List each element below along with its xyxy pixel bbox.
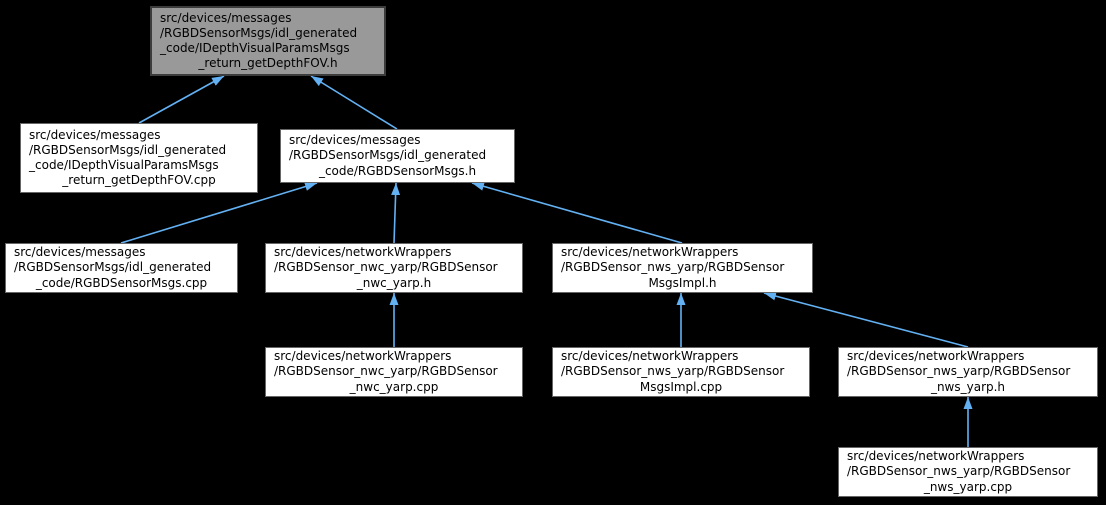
node-label-line: src/devices/networkWrappers xyxy=(274,349,452,364)
node-label-line: /RGBDSensor_nws_yarp/RGBDSensor xyxy=(561,364,785,379)
dependency-arrow-getdepthfov-cpp-to-getdepthfov-h xyxy=(138,75,225,124)
dependency-arrow-rgbdsensormsgs-h-to-getdepthfov-h xyxy=(310,75,398,130)
node-label-line: _code/RGBDSensorMsgs.h xyxy=(318,163,477,178)
graph-node-msgsimpl-h[interactable]: src/devices/networkWrappers/RGBDSensor_n… xyxy=(552,243,813,293)
node-label-line: MsgsImpl.cpp xyxy=(639,379,723,394)
graph-node-msgsimpl-cpp[interactable]: src/devices/networkWrappers/RGBDSensor_n… xyxy=(552,347,810,397)
dependency-arrow-msgsimpl-h-to-rgbdsensormsgs-h xyxy=(471,181,683,244)
graph-node-nws-yarp-cpp[interactable]: src/devices/networkWrappers/RGBDSensor_n… xyxy=(838,447,1098,497)
node-label-line: src/devices/messages xyxy=(29,127,161,142)
node-label-line: /RGBDSensor_nwc_yarp/RGBDSensor xyxy=(274,364,498,379)
node-label-line: _nwc_yarp.cpp xyxy=(349,379,439,394)
node-label-line: _nwc_yarp.h xyxy=(356,275,432,290)
node-label-line: /RGBDSensor_nws_yarp/RGBDSensor xyxy=(847,364,1071,379)
node-label-line: _return_getDepthFOV.h xyxy=(198,56,338,71)
dependency-arrow-nwc-yarp-h-to-rgbdsensormsgs-h xyxy=(391,182,401,244)
node-label-line: src/devices/messages xyxy=(289,133,421,148)
node-label-line: src/devices/networkWrappers xyxy=(847,449,1025,464)
node-label-line: src/devices/networkWrappers xyxy=(847,349,1025,364)
node-label-line: /RGBDSensorMsgs/idl_generated xyxy=(289,148,487,163)
node-label-line: _code/IDepthVisualParamsMsgs xyxy=(29,158,219,172)
node-label-line: _nws_yarp.cpp xyxy=(923,479,1013,494)
node-label-line: _return_getDepthFOV.cpp xyxy=(62,173,216,188)
graph-node-rgbdsensormsgs-cpp[interactable]: src/devices/messages/RGBDSensorMsgs/idl_… xyxy=(5,243,238,293)
node-label-line: src/devices/networkWrappers xyxy=(274,245,452,260)
graph-node-getdepthfov-cpp[interactable]: src/devices/messages/RGBDSensorMsgs/idl_… xyxy=(20,123,258,193)
graph-node-getdepthfov-h[interactable]: src/devices/messages/RGBDSensorMsgs/idl_… xyxy=(150,6,386,76)
node-label-line: _nws_yarp.h xyxy=(930,379,1006,394)
dependency-arrow-rgbdsensormsgs-cpp-to-rgbdsensormsgs-h xyxy=(120,182,318,244)
graph-node-nwc-yarp-h[interactable]: src/devices/networkWrappers/RGBDSensor_n… xyxy=(265,243,523,293)
node-label-line: _code/RGBDSensorMsgs.cpp xyxy=(35,275,208,290)
node-label-line: /RGBDSensor_nws_yarp/RGBDSensor xyxy=(561,260,785,275)
node-label-line: /RGBDSensor_nws_yarp/RGBDSensor xyxy=(847,464,1071,479)
dependency-arrow-nws-yarp-h-to-msgsimpl-h xyxy=(763,291,969,348)
node-label-line: /RGBDSensorMsgs/idl_generated xyxy=(29,142,227,157)
graph-node-nws-yarp-h[interactable]: src/devices/networkWrappers/RGBDSensor_n… xyxy=(838,347,1098,397)
node-label-line: _code/IDepthVisualParamsMsgs xyxy=(160,41,350,55)
node-label-line: src/devices/messages xyxy=(160,10,292,25)
node-label-line: /RGBDSensorMsgs/idl_generated xyxy=(160,25,358,40)
graph-node-rgbdsensormsgs-h[interactable]: src/devices/messages/RGBDSensorMsgs/idl_… xyxy=(280,129,515,183)
node-label-line: src/devices/networkWrappers xyxy=(561,349,739,364)
node-label-line: src/devices/networkWrappers xyxy=(561,245,739,260)
node-label-line: MsgsImpl.h xyxy=(648,275,717,290)
graph-node-nwc-yarp-cpp[interactable]: src/devices/networkWrappers/RGBDSensor_n… xyxy=(265,347,523,397)
node-label-line: /RGBDSensorMsgs/idl_generated xyxy=(14,260,212,275)
node-label-line: src/devices/messages xyxy=(14,245,146,260)
node-label-line: /RGBDSensor_nwc_yarp/RGBDSensor xyxy=(274,260,498,275)
